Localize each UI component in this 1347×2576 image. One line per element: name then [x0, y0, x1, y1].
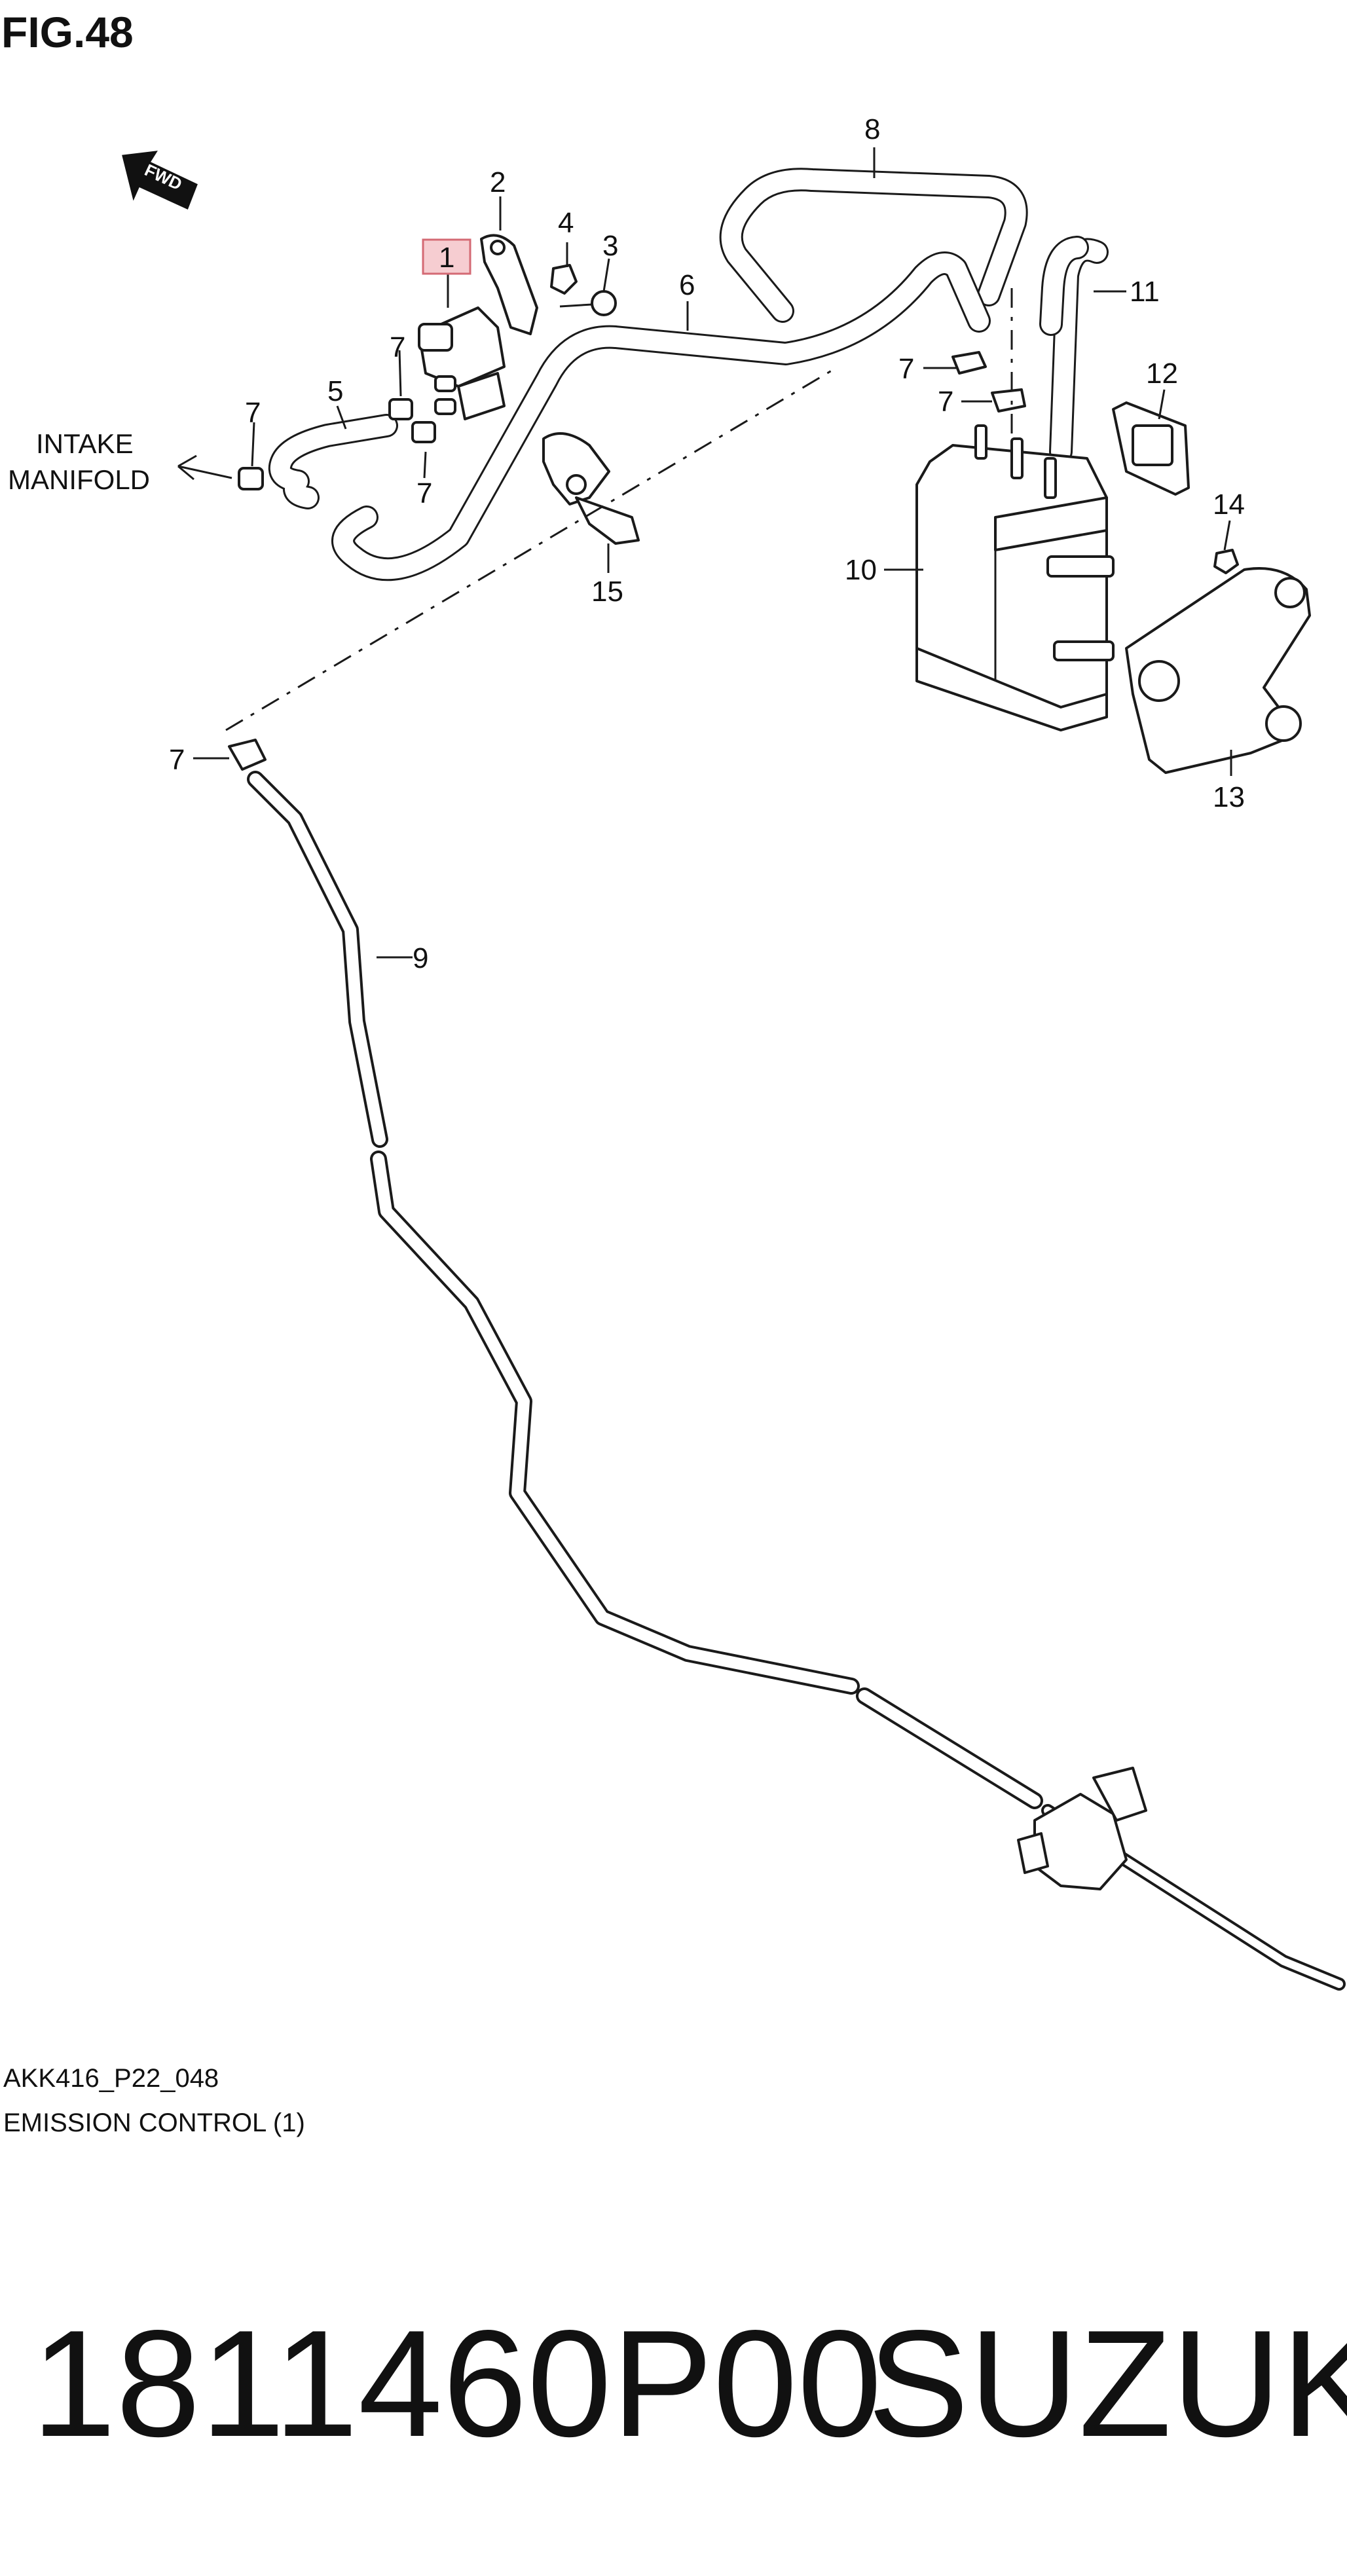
leader-lines: [193, 147, 1232, 959]
nut-part-14: [1213, 549, 1239, 574]
callout-7-pipe: 7: [169, 744, 185, 776]
forward-arrow-icon: FWD: [122, 151, 198, 210]
clamp-part-7-lower: [411, 421, 436, 443]
bracket-part-2: [480, 234, 538, 335]
nut-part-4: [550, 264, 578, 295]
callout-1: 1: [439, 242, 454, 274]
purge-valve-part-1: [418, 306, 506, 420]
clamp-part-7-canister-upper: [951, 351, 987, 375]
callout-12: 12: [1146, 358, 1178, 390]
callout-4: 4: [558, 207, 574, 239]
callout-2: 2: [490, 166, 506, 198]
intake-manifold-line2: MANIFOLD: [8, 464, 150, 495]
clip-part-15: [542, 432, 640, 545]
callout-3: 3: [602, 230, 618, 262]
canister-part-10: [915, 424, 1115, 731]
pipe-clip: [1017, 1767, 1147, 1890]
callout-9: 9: [413, 942, 428, 974]
callout-10: 10: [845, 554, 877, 586]
hose-11: [1039, 236, 1109, 464]
intake-manifold-line1: INTAKE: [36, 428, 134, 459]
clamp-part-7-upper: [388, 398, 413, 420]
callout-8: 8: [864, 113, 880, 145]
figure-number: FIG.48: [1, 8, 134, 56]
hose-5: [268, 414, 398, 509]
part-number: 1811460P00: [31, 2299, 882, 2469]
callout-6: 6: [679, 269, 695, 301]
callout-7-canister-upper: 7: [898, 353, 914, 385]
callout-7-valve-lower: 7: [416, 477, 432, 509]
hose-6: [331, 251, 991, 581]
highlight-box: [422, 238, 471, 275]
left-arrow-icon: [177, 454, 232, 481]
clamp-part-7-canister-lower: [991, 388, 1026, 413]
figure-caption: EMISSION CONTROL (1): [3, 2108, 305, 2137]
figure-code: AKK416_P22_048: [3, 2064, 219, 2093]
bolt-part-3: [559, 290, 617, 316]
pipe-part-9: [247, 771, 1346, 1991]
callout-7-manifold: 7: [245, 397, 261, 429]
callout-14: 14: [1213, 488, 1245, 521]
callout-7-valve-upper: 7: [390, 331, 405, 363]
callout-11: 11: [1130, 276, 1160, 308]
callout-15: 15: [591, 576, 623, 608]
clamp-part-7-manifold: [238, 467, 264, 490]
holder-part-12: [1112, 401, 1190, 496]
callout-13: 13: [1213, 781, 1245, 813]
clamp-part-7-pipe: [228, 739, 267, 771]
bracket-part-13: [1125, 567, 1311, 774]
callout-7-canister-lower: 7: [938, 386, 953, 418]
brand-name: SUZUKI: [868, 2299, 1347, 2469]
centerline-pipe: [225, 365, 839, 731]
callout-5: 5: [327, 375, 343, 407]
hose-8: [719, 168, 1028, 323]
callout-labels: 1 2 4 3 6 8 11 12 14 10 13 15 5 7 7 7 7 …: [169, 113, 1245, 974]
